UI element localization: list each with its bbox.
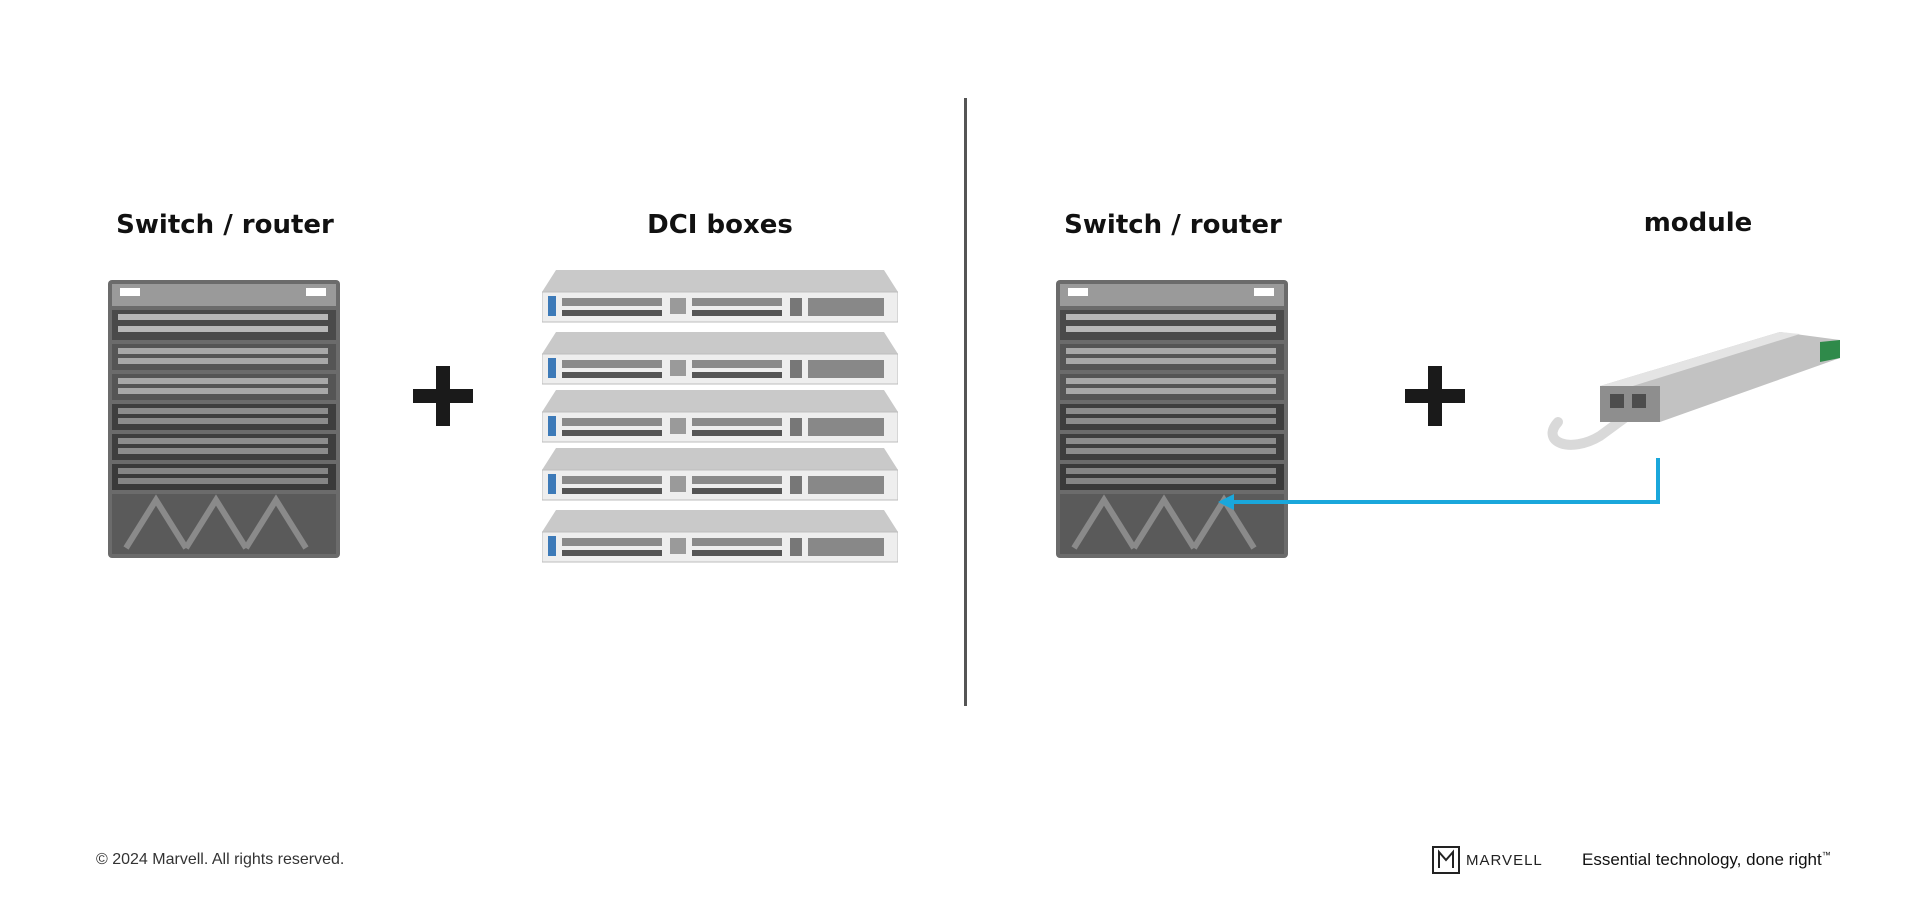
trademark: ™ [1821,850,1831,860]
left-switch-label: Switch / router [116,210,334,240]
left-plus-icon [413,366,473,426]
optical-module-icon [1547,332,1840,450]
dci-boxes-icon [542,270,898,563]
section-divider [964,98,967,706]
marvell-logo-icon [1432,846,1460,874]
copyright-text: © 2024 Marvell. All rights reserved. [96,851,345,868]
tagline: Essential technology, done right™ [1582,850,1831,870]
right-switch-label: Switch / router [1064,210,1282,240]
tagline-text: Essential technology, done right [1582,850,1822,869]
module-label: module [1643,208,1753,238]
logo-text: MARVELL [1466,851,1543,869]
right-plus-icon [1405,366,1465,426]
right-switch-chassis-icon [1056,280,1288,558]
marvell-logo: MARVELL [1432,846,1543,874]
left-switch-chassis-icon [108,280,340,558]
dci-label: DCI boxes [647,210,793,240]
